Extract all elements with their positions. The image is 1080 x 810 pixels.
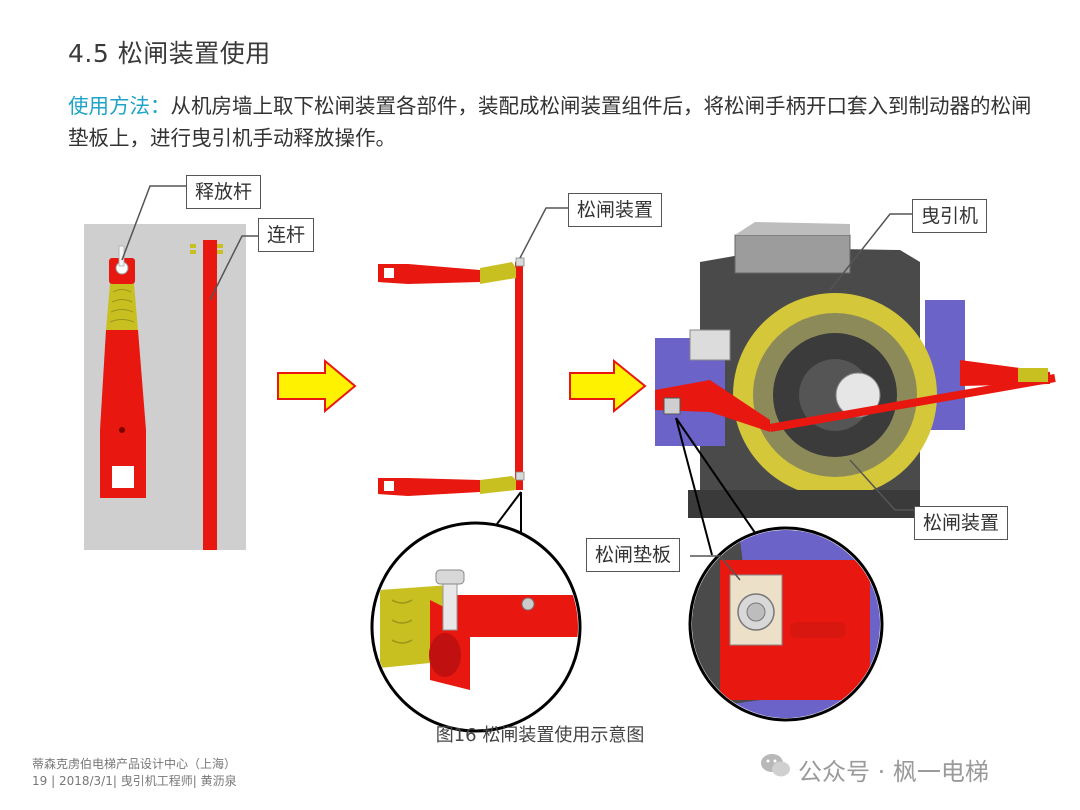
wechat-icon: [761, 754, 790, 777]
label-traction-machine: 曳引机: [912, 199, 988, 233]
detail-circle-left: [370, 491, 582, 733]
figure-caption: 图16 松闸装置使用示意图: [435, 725, 645, 746]
traction-machine: [655, 222, 1056, 518]
arrow-1: [277, 358, 357, 414]
footer-meta: | 2018/3/1| 曳引机工程师| 黄沥泉: [51, 774, 237, 788]
label-brake-release-device-top: 松闸装置: [568, 193, 663, 227]
label-brake-release-pad: 松闸垫板: [586, 538, 681, 572]
usage-text: 从机房墙上取下松闸装置各部件，装配成松闸装置组件后，将松闸手柄开口套入到制动器的…: [68, 94, 1032, 150]
assembled-device: [378, 257, 525, 496]
usage-lead: 使用方法：: [68, 94, 171, 118]
connecting-rod-part: [190, 240, 223, 550]
label-release-lever: 释放杆: [186, 175, 262, 209]
page-title: 4.5 松闸装置使用: [68, 39, 271, 68]
label-connecting-rod: 连杆: [258, 218, 315, 252]
wechat-watermark: 公众号 · 枫一电梯: [798, 758, 989, 786]
parts-panel: [84, 224, 246, 550]
arrow-2: [569, 358, 647, 414]
leader-lines: [121, 185, 914, 581]
label-brake-release-device-right: 松闸装置: [914, 506, 1009, 540]
footer-organization: 蒂森克虏伯电梯产品设计中心（上海）: [32, 757, 237, 771]
page-number: 19: [32, 774, 48, 788]
detail-circle-right: [675, 417, 884, 722]
usage-description: 使用方法：从机房墙上取下松闸装置各部件，装配成松闸装置组件后，将松闸手柄开口套入…: [68, 90, 1043, 154]
footer-meta-line: 19 | 2018/3/1| 曳引机工程师| 黄沥泉: [32, 772, 237, 789]
release-lever-part: [100, 245, 146, 498]
